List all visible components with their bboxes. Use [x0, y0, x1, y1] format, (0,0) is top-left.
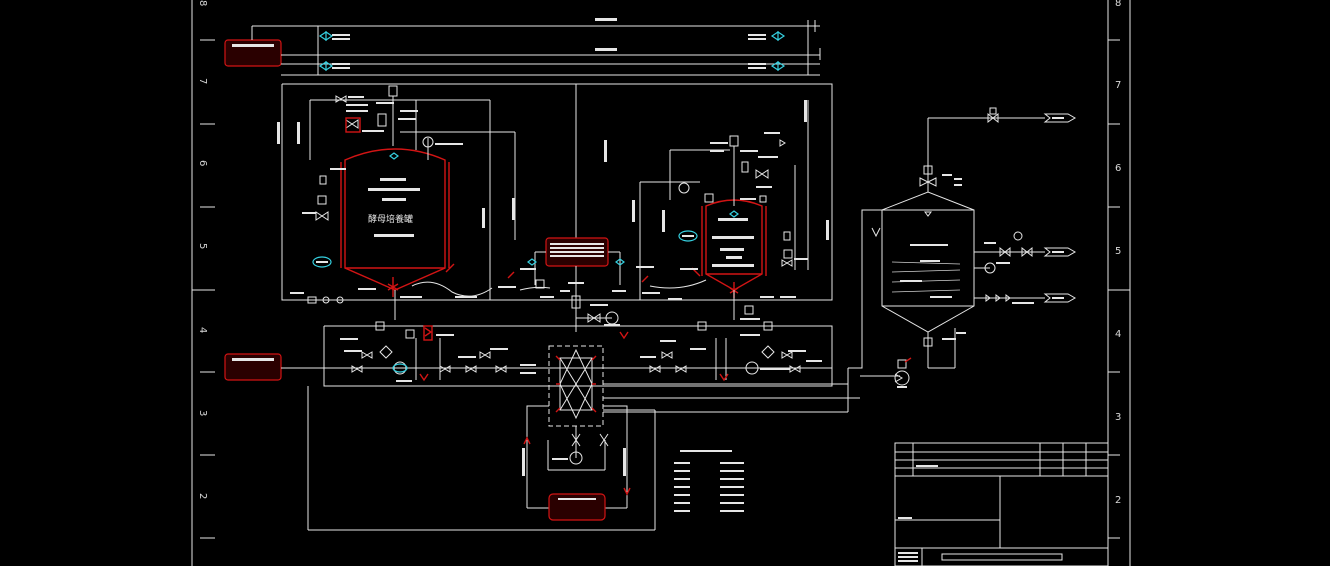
zone-number-right: 6 [1115, 163, 1121, 174]
yeast-culture-tank: 酵母培養罐 [312, 136, 463, 297]
right-zone-ticks [1108, 39, 1120, 539]
gauge-icon [1013, 231, 1023, 241]
zone-number-left: 5 [197, 243, 208, 249]
legend-block [674, 450, 744, 512]
zone-number-right: 3 [1115, 412, 1121, 423]
tank-label: 酵母培養罐 [368, 213, 413, 225]
valve-icon [351, 351, 801, 373]
process-inlet-box [224, 353, 282, 381]
zone-number-right: 2 [1115, 495, 1121, 506]
right-instrument-cluster [710, 132, 808, 267]
zone-number-right: 4 [1115, 329, 1121, 340]
lower-manifold [224, 321, 833, 387]
valve-icon [318, 30, 786, 72]
zone-number-right: 7 [1115, 80, 1121, 91]
seed-tank [636, 182, 767, 300]
zone-number-right: 5 [1115, 246, 1121, 257]
bottom-loop [307, 386, 656, 531]
sight-glass-icon [571, 295, 581, 309]
left-instrument-cluster [302, 85, 418, 221]
title-block [894, 442, 1109, 566]
zone-number-left: 2 [197, 493, 208, 499]
zone-number-left: 6 [197, 160, 208, 166]
left-zone-ticks [200, 39, 215, 539]
pump-icon [745, 361, 759, 375]
pump-icon [894, 370, 910, 386]
pump-icon [393, 361, 407, 375]
zone-number-right: 8 [1115, 0, 1121, 9]
utility-inlet-box [224, 39, 282, 67]
upper-process-area [277, 83, 833, 301]
gauge-icon [312, 256, 332, 268]
left-tank-bottom [290, 268, 554, 320]
center-heater [527, 237, 629, 340]
drawing-frame: 8 7 6 5 4 3 2 8 7 6 5 4 3 2 [191, 0, 1131, 566]
top-utility-lines [224, 18, 821, 76]
zone-number-left: 3 [197, 410, 208, 416]
zone-number-left: 7 [197, 78, 208, 84]
pump-icon [569, 451, 583, 465]
separator-vessel [848, 107, 1077, 388]
right-tank-bottom [700, 290, 820, 320]
gauge-icon [678, 230, 698, 242]
zone-number-left: 8 [197, 0, 208, 6]
cip-tank [548, 493, 606, 521]
zone-number-left: 4 [197, 327, 208, 333]
